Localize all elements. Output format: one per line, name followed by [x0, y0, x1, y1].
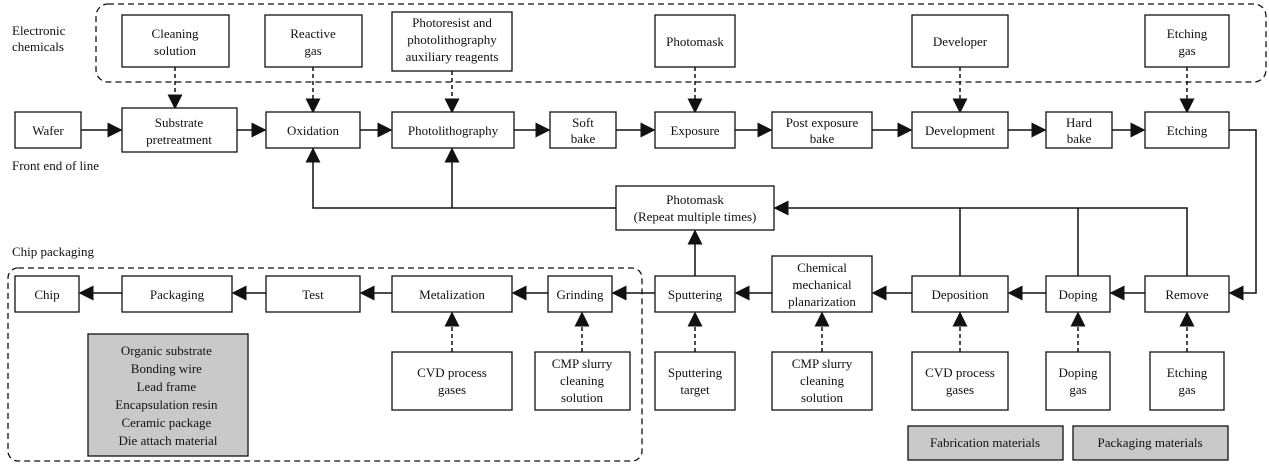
legend-fabrication-text: Fabrication materials [930, 435, 1040, 450]
chip-box: Chip [14, 275, 80, 313]
wafer-text: Wafer [32, 123, 64, 138]
packaging-materials-list: Organic substrate Bonding wire Lead fram… [115, 343, 220, 448]
development-box: Development [911, 111, 1009, 149]
sputtering-box: Sputtering [654, 275, 736, 313]
arrow-repeat-to-oxidation [305, 147, 616, 209]
arrow-etching-to-remove [1228, 129, 1257, 301]
photomask-top-box: Photomask [654, 14, 736, 68]
chip-text: Chip [34, 287, 59, 302]
oxidation-text: Oxidation [287, 123, 339, 138]
etching-box: Etching [1144, 111, 1230, 149]
development-text: Development [925, 123, 995, 138]
chip-packaging-label: Chip packaging [12, 244, 94, 259]
developer-text: Developer [933, 34, 988, 49]
sputtering-text: Sputtering [668, 287, 723, 302]
metalization-box: Metalization [391, 275, 513, 313]
legend-packaging-text: Packaging materials [1097, 435, 1202, 450]
grinding-text: Grinding [557, 287, 604, 302]
chip-packaging-region [7, 267, 643, 462]
packaging-text: Packaging [150, 287, 205, 302]
photolithography-text: Photolithography [408, 123, 499, 138]
doping-text: Doping [1059, 287, 1099, 302]
test-text: Test [302, 287, 324, 302]
loop-remove-to-repeat [773, 200, 1188, 276]
front-end-of-line-label: Front end of line [12, 158, 99, 173]
repeat-photomask-text: Photomask(Repeat multiple times) [634, 192, 757, 224]
exposure-text: Exposure [670, 123, 719, 138]
etching-text: Etching [1167, 123, 1208, 138]
developer-box: Developer [911, 14, 1009, 68]
doping-box: Doping [1045, 275, 1111, 313]
repeat-photomask-box: Photomask(Repeat multiple times) [615, 185, 775, 231]
remove-box: Remove [1144, 275, 1230, 313]
deposition-text: Deposition [931, 287, 989, 302]
test-box: Test [265, 275, 361, 313]
oxidation-box: Oxidation [265, 111, 361, 149]
exposure-box: Exposure [654, 111, 736, 149]
packaging-materials-box: Organic substrate Bonding wire Lead fram… [87, 333, 249, 457]
remove-text: Remove [1165, 287, 1209, 302]
legend-fabrication: Fabrication materials [907, 425, 1064, 461]
photomask-top-text: Photomask [666, 34, 724, 49]
wafer-box: Wafer [14, 111, 82, 149]
electronic-chemicals-label: Electronic chemicals [12, 23, 69, 54]
packaging-box: Packaging [121, 275, 233, 313]
legend-packaging: Packaging materials [1072, 425, 1229, 461]
electronic-chemicals-region [95, 3, 1267, 83]
deposition-box: Deposition [911, 275, 1009, 313]
metalization-text: Metalization [419, 287, 485, 302]
photolithography-box: Photolithography [391, 111, 515, 149]
grinding-box: Grinding [547, 275, 613, 313]
